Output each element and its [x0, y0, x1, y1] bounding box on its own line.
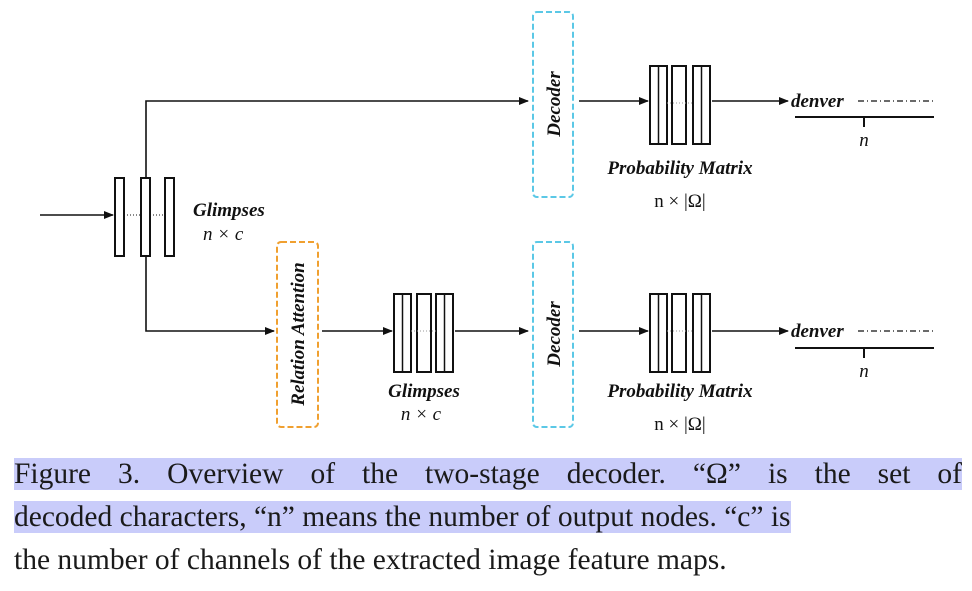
relation-attention-box: [276, 241, 319, 428]
decoder-box-bottom: [532, 241, 574, 428]
figure-caption: Figure 3. Overview of the two-stage deco…: [14, 453, 962, 582]
prob-matrix-label-bottom: Probability Matrix: [606, 381, 753, 402]
glimpses-label-1: Glimpses: [193, 200, 265, 221]
caption-line-2: decoded characters, “n” means the number…: [14, 501, 791, 533]
glimpses-label-2: Glimpses: [388, 381, 460, 402]
decoder-box-top: [532, 11, 574, 198]
bottom-branch-arrow: [145, 256, 275, 335]
two-stage-decoder-diagram: Glimpses n × c Decoder Probability Matri…: [40, 11, 934, 435]
prob-matrix-dims-bottom: n × |Ω|: [654, 414, 705, 435]
caption-line-3: the number of channels of the extracted …: [14, 544, 727, 576]
prob-matrix-dims-top: n × |Ω|: [654, 191, 705, 212]
output-index-top: n: [859, 130, 869, 151]
glimpses-dims-2: n × c: [401, 404, 442, 425]
probability-matrix-top: [649, 65, 711, 145]
decoder-label-bottom: Decoder: [544, 301, 565, 368]
probability-matrix-bottom: [649, 293, 711, 373]
caption-line-1: Figure 3. Overview of the two-stage deco…: [14, 458, 962, 490]
relation-attention-label: Relation Attention: [288, 262, 309, 406]
glimpses-block-1: [114, 177, 175, 257]
output-word-bottom: denver: [791, 321, 844, 342]
output-word-top: denver: [791, 91, 844, 112]
glimpses-dims-1: n × c: [203, 224, 244, 245]
top-branch-arrow: [145, 97, 529, 178]
glimpses-block-2: [393, 293, 454, 373]
prob-matrix-label-top: Probability Matrix: [606, 158, 753, 179]
output-index-bottom: n: [859, 361, 869, 382]
decoder-label-top: Decoder: [544, 71, 565, 138]
